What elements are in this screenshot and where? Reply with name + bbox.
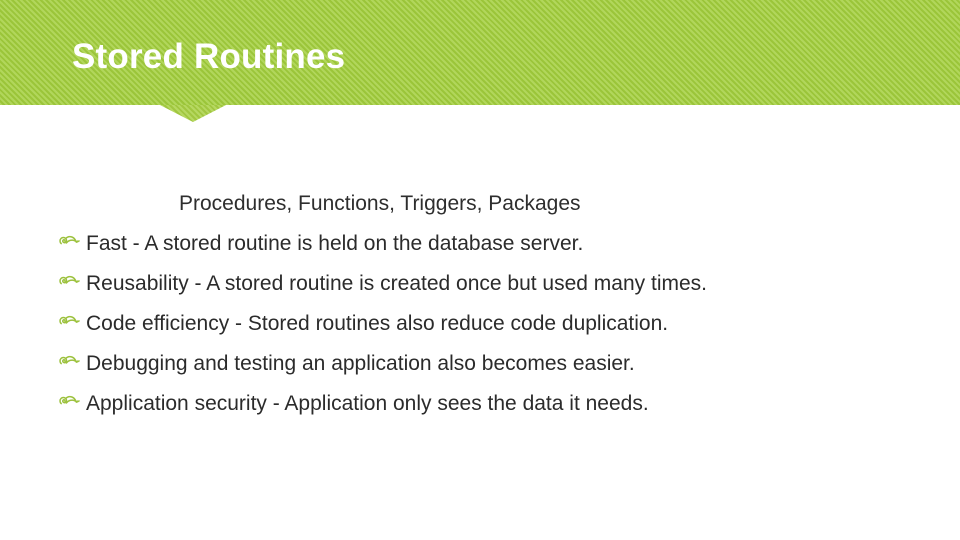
list-item-label: Code efficiency - Stored routines also r… bbox=[86, 312, 669, 335]
list-item-label: Fast - A stored routine is held on the d… bbox=[86, 232, 584, 255]
fleuron-leaf-bullet-icon bbox=[58, 313, 86, 329]
list-item-label: Debugging and testing an application als… bbox=[86, 352, 635, 375]
fleuron-leaf-bullet-icon bbox=[58, 273, 86, 289]
list-item: Fast - A stored routine is held on the d… bbox=[58, 232, 938, 272]
page-title: Stored Routines bbox=[72, 37, 346, 76]
list-item-label: Application security - Application only … bbox=[86, 392, 649, 415]
list-item: Code efficiency - Stored routines also r… bbox=[58, 312, 938, 352]
fleuron-leaf-bullet-icon bbox=[58, 353, 86, 369]
title-banner bbox=[0, 0, 960, 105]
fleuron-leaf-bullet-icon bbox=[58, 233, 86, 249]
list-item-label: Reusability - A stored routine is create… bbox=[86, 272, 707, 295]
fleuron-leaf-bullet-icon bbox=[58, 393, 86, 409]
list-item: Debugging and testing an application als… bbox=[58, 352, 938, 392]
bullet-list: Fast - A stored routine is held on the d… bbox=[58, 232, 938, 432]
list-item: Application security - Application only … bbox=[58, 392, 938, 432]
slide-subtitle: Procedures, Functions, Triggers, Package… bbox=[179, 192, 581, 215]
banner-notch-triangle bbox=[160, 105, 226, 122]
list-item: Reusability - A stored routine is create… bbox=[58, 272, 938, 312]
